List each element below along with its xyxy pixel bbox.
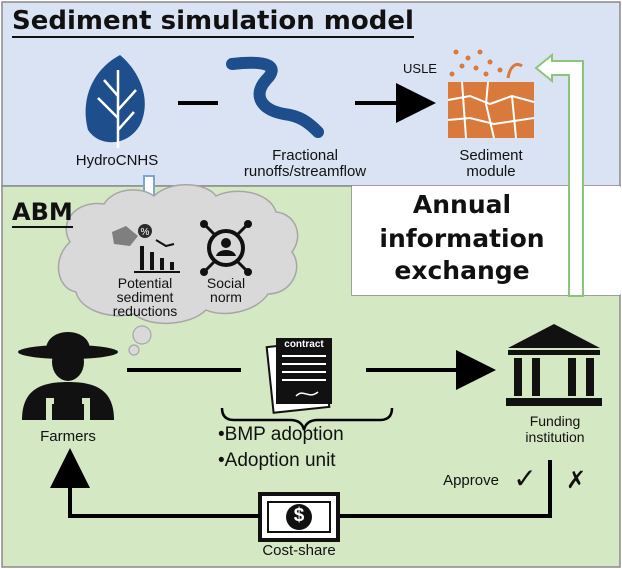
abm-title: ABM: [12, 198, 73, 228]
farmer-icon: [18, 332, 118, 420]
potential-label-line2: sediment: [116, 289, 174, 305]
exchange-line3: exchange: [394, 256, 530, 285]
chart-icon: %: [112, 224, 180, 273]
approve-check-icon: ✓: [513, 462, 537, 495]
river-icon: [226, 56, 324, 138]
sediment-label-line2: module: [466, 163, 516, 180]
reject-cross-icon: ✗: [565, 466, 587, 494]
contract-word: contract: [284, 339, 324, 350]
bank-icon: [506, 324, 602, 406]
bmp-item-2: •Adoption unit: [218, 450, 336, 471]
usle-label: USLE: [403, 61, 437, 76]
runoff-label-line1: Fractional: [272, 147, 338, 164]
farmers-label: Farmers: [40, 428, 96, 445]
social-norm-line1: Social: [206, 275, 246, 291]
cost-share-label: Cost-share: [262, 542, 336, 559]
network-icon: [200, 220, 252, 276]
exchange-line2: information: [379, 224, 545, 253]
soil-icon: [447, 49, 535, 139]
runoff-label-line2: runoffs/streamflow: [243, 163, 367, 180]
sediment-model-title: Sediment simulation model: [12, 6, 414, 38]
contract-icon: [265, 338, 332, 414]
potential-label-line3: reductions: [112, 303, 178, 319]
leaf-icon: [85, 55, 145, 148]
contract-brace: [220, 407, 394, 431]
funding-label-line2: institution: [525, 429, 585, 445]
thought-cloud: [57, 184, 299, 324]
social-norm-line2: norm: [210, 289, 242, 305]
bmp-item-1: •BMP adoption: [218, 424, 344, 445]
dollar-symbol: $: [293, 505, 305, 526]
potential-label-line1: Potential: [117, 275, 173, 291]
thought-bubble-large: [132, 325, 152, 345]
hydrocnhs-label: HydroCNHS: [75, 152, 159, 169]
approve-label: Approve: [443, 472, 499, 489]
thought-bubble-small: [128, 344, 140, 356]
funding-label-line1: Funding: [529, 413, 581, 429]
exchange-arrow: [534, 52, 584, 297]
exchange-line1: Annual: [412, 190, 512, 219]
sediment-label-line1: Sediment: [459, 147, 523, 164]
funding-to-cost-share-line: [338, 460, 552, 518]
cost-share-to-farmers-line: [50, 448, 260, 518]
svg-text:%: %: [141, 227, 150, 238]
